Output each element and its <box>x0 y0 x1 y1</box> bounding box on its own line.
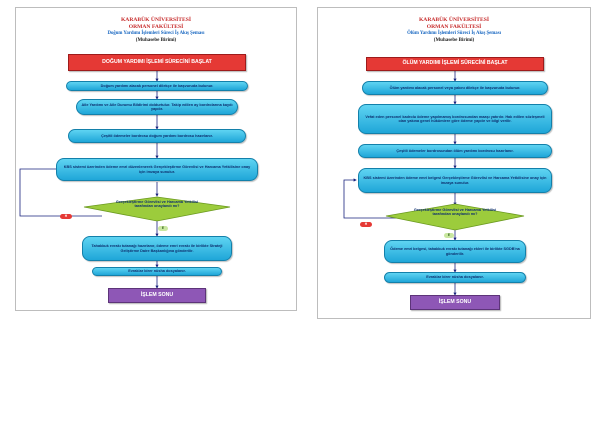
decision-label: Gerçekleştirme Görevlisi ve Harcama Yetk… <box>413 208 497 217</box>
process-title: Ölüm Yardımı İşlemleri Süreci İş Akış Şe… <box>407 31 501 36</box>
step-send-documents: Tahakkuk evrakı tutanağı hazırlanır, öde… <box>82 236 232 261</box>
faculty-name: ORMAN FAKÜLTESİ <box>128 24 184 30</box>
faculty-name: ORMAN FAKÜLTESİ <box>426 24 482 30</box>
end-node: İŞLEM SONU <box>108 288 206 303</box>
start-node: ÖLÜM YARDIMI İŞLEMİ SÜRECİNİ BAŞLAT <box>366 57 544 71</box>
process-title: Doğum Yardımı İşlemleri Süreci İş Akış Ş… <box>107 31 205 36</box>
unit-name: (Muhasebe Birimi) <box>433 38 475 43</box>
university-name: KARABÜK ÜNİVERSİTESİ <box>120 17 192 23</box>
step-send-documents: Ödeme emri belgesi, tahakkuk evrakı tuta… <box>384 240 526 263</box>
unit-name: (Muhasebe Birimi) <box>135 38 177 43</box>
decision-label: Gerçekleştirme Görevlisi ve Harcama Yetk… <box>115 200 199 209</box>
step-payroll: Çeşitli ödemeler bordrosundan ölüm yardı… <box>358 144 552 158</box>
start-node: DOĞUM YARDIMI İŞLEMİ SÜRECİNİ BAŞLAT <box>68 54 246 71</box>
university-name: KARABÜK ÜNİVERSİTESİ <box>418 17 490 23</box>
end-node: İŞLEM SONU <box>410 295 500 310</box>
flowchart-death-aid-page: KARABÜK ÜNİVERSİTESİ ORMAN FAKÜLTESİ Ölü… <box>317 7 591 319</box>
approval-decision-diamond <box>83 196 231 222</box>
no-badge: H <box>360 222 372 227</box>
flow-connectors <box>19 71 231 289</box>
step-file-copies: Evraklar birer nüsha dosyalanır. <box>384 272 526 283</box>
step-payment-order: KBS sistemi üzerinden ödeme emri düzenle… <box>56 158 258 181</box>
yes-badge: E <box>158 226 168 231</box>
step-salary-payment: Vefat eden personel kadrolu ödeme yapılm… <box>358 104 552 134</box>
step-application: Ölüm yardımı alacak personel veya yakını… <box>362 81 548 95</box>
step-file-copies: Evraklar birer nüsha dosyalanır. <box>92 267 222 276</box>
step-application: Doğum yardımı alacak personel dilekçe il… <box>66 81 248 91</box>
approval-decision-diamond <box>385 203 525 231</box>
step-payment-order: KBS sistemi üzerinden ödeme emri belgesi… <box>358 168 552 193</box>
yes-badge: E <box>444 233 454 238</box>
flowchart-birth-aid-page: KARABÜK ÜNİVERSİTESİ ORMAN FAKÜLTESİ Doğ… <box>15 7 297 311</box>
step-declaration: Aile Yardımı ve Aile Durumu Bildirimi do… <box>76 99 238 115</box>
step-payroll: Çeşitli ödemeler bordrosu doğum yardımı … <box>68 129 246 143</box>
flow-connectors <box>343 71 525 296</box>
no-badge: H <box>60 214 72 219</box>
